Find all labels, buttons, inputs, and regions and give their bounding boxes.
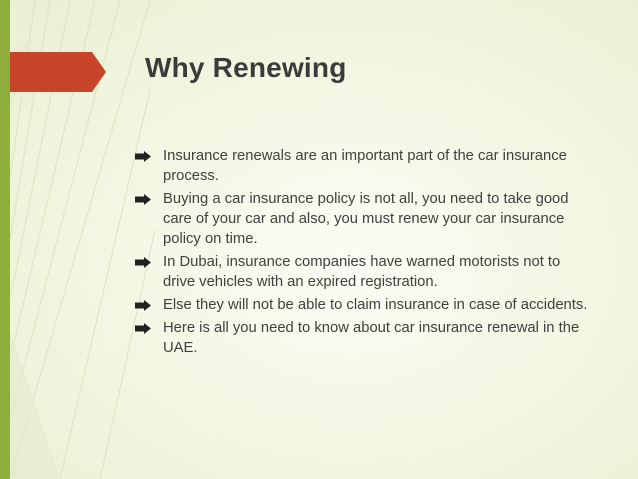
list-item: In Dubai, insurance companies have warne… [135, 252, 595, 292]
left-accent-bar [0, 0, 10, 479]
title-accent-arrow [10, 52, 106, 92]
bullet-text: Insurance renewals are an important part… [163, 148, 567, 184]
list-item: Buying a car insurance policy is not all… [135, 189, 595, 249]
arrow-right-icon [135, 257, 151, 268]
list-item: Else they will not be able to claim insu… [135, 295, 595, 315]
list-item: Insurance renewals are an important part… [135, 146, 595, 186]
bullet-text: Buying a car insurance policy is not all… [163, 191, 569, 247]
bullet-text: Else they will not be able to claim insu… [163, 297, 588, 313]
arrow-right-icon [135, 151, 151, 162]
list-item: Here is all you need to know about car i… [135, 318, 595, 358]
bullet-list: Insurance renewals are an important part… [135, 146, 595, 361]
bullet-text: Here is all you need to know about car i… [163, 320, 580, 356]
arrow-right-icon [135, 194, 151, 205]
bullet-text: In Dubai, insurance companies have warne… [163, 254, 561, 290]
slide-title: Why Renewing [145, 52, 347, 83]
arrow-right-icon [135, 300, 151, 311]
arrow-right-icon [135, 323, 151, 334]
